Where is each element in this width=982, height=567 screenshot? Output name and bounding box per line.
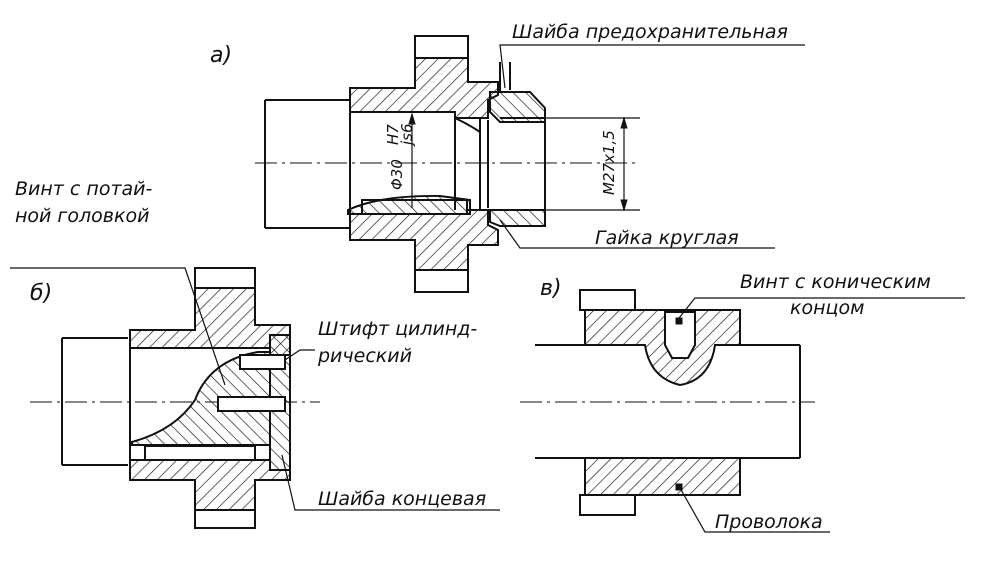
view-a-label: а) [210, 43, 232, 68]
safety-washer-label: Шайба предохранительная [512, 21, 788, 43]
view-v-label: в) [540, 276, 562, 301]
cone-screw-label-1: Винт с коническим [740, 271, 931, 293]
fit-upper: H7 [384, 124, 402, 145]
countersunk-screw-label-1: Винт с потай- [15, 178, 153, 200]
view-v [520, 289, 965, 533]
round-nut-label: Гайка круглая [595, 227, 739, 249]
view-b [10, 267, 500, 529]
countersunk-screw-label-2: ной головкой [15, 205, 149, 227]
pin-label-1: Штифт цилинд- [318, 318, 477, 340]
view-b-label: б) [30, 281, 52, 306]
diameter-dim: Φ30 [388, 159, 406, 190]
view-a [255, 35, 805, 293]
fit-lower: js6 [398, 123, 416, 147]
cone-screw-label-2: концом [790, 297, 864, 319]
end-washer-label: Шайба концевая [318, 488, 486, 510]
wire-label: Проволока [715, 511, 823, 533]
thread-dim: M27x1,5 [600, 130, 618, 195]
pin-label-2: рический [317, 345, 412, 367]
